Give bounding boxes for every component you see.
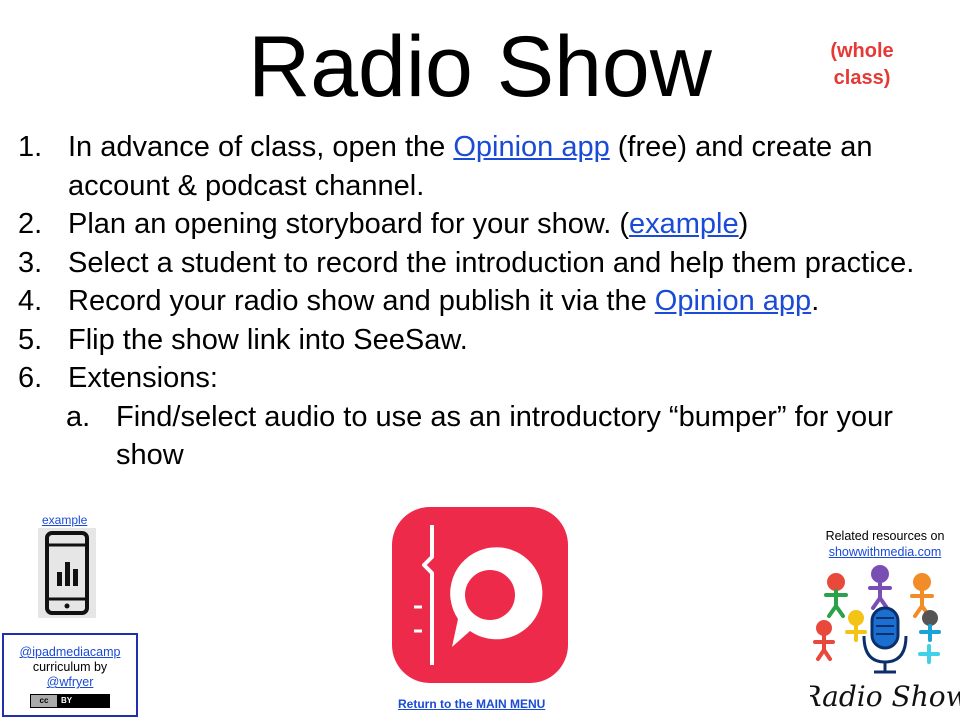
related-label: Related resources on <box>825 529 945 543</box>
step-text-before: Record your radio show and publish it vi… <box>68 285 655 317</box>
step-number: 5. <box>18 323 43 356</box>
step-item: 4. Record your radio show and publish it… <box>18 282 938 321</box>
radio-show-art[interactable]: Radio Show <box>810 562 960 714</box>
substep-letter: a. <box>66 400 91 433</box>
example-link[interactable]: example <box>42 513 88 527</box>
credit-box: @ipadmediacamp curriculum by @wfryer cc … <box>2 633 138 717</box>
step-text-after: (free) and create an account & podcast c… <box>68 131 873 202</box>
step-text-after: ) <box>738 208 749 240</box>
phone-chart-icon[interactable] <box>38 528 96 618</box>
step-number: 2. <box>18 208 43 240</box>
step-text: In advance of class, open the Opinion ap… <box>68 128 938 205</box>
wfryer-link[interactable]: @wfryer <box>46 675 94 689</box>
related-resources: Related resources on showwithmedia.com <box>812 528 958 560</box>
credit-line: curriculum by <box>32 660 108 674</box>
step-item: 5. Flip the show link into SeeSaw. <box>18 321 938 360</box>
showwithmedia-link[interactable]: showwithmedia.com <box>828 545 942 559</box>
step-text-before: Plan an opening storyboard for your show… <box>68 208 629 240</box>
page-title: Radio Show <box>248 19 712 115</box>
badge-line-1: (whole <box>830 40 894 62</box>
badge-line-2: class) <box>833 67 891 89</box>
step-text-before: In advance of class, open the <box>68 131 454 163</box>
step-text: Record your radio show and publish it vi… <box>68 282 938 321</box>
main-menu-link[interactable]: Return to the MAIN MENU <box>398 697 546 711</box>
step-text: Flip the show link into SeeSaw. <box>68 323 468 356</box>
step-item: 3. Select a student to record the introd… <box>18 244 938 283</box>
step-number: 1. <box>18 131 43 163</box>
step-text: Extensions: <box>68 362 218 394</box>
step-item: 6. Extensions: <box>18 359 938 398</box>
storyboard-example-link[interactable]: example <box>629 208 739 240</box>
step-number: 4. <box>18 285 43 317</box>
opinion-app-icon[interactable] <box>392 507 568 683</box>
cc-license-badge[interactable]: cc BY <box>30 694 110 708</box>
opinion-app-link[interactable]: Opinion app <box>654 285 812 317</box>
step-number: 6. <box>18 362 43 394</box>
step-text: Plan an opening storyboard for your show… <box>68 205 938 244</box>
radio-show-logo-text: Radio Show <box>810 680 960 713</box>
substep-text: Find/select audio to use as an introduct… <box>116 400 893 472</box>
by-label: BY <box>57 695 109 707</box>
step-text-after: . <box>811 285 820 317</box>
step-number: 3. <box>18 246 43 279</box>
step-text: Select a student to record the introduct… <box>68 246 915 279</box>
steps-list: 1. In advance of class, open the Opinion… <box>18 128 938 475</box>
cc-icon: cc <box>31 695 57 707</box>
step-item: 1. In advance of class, open the Opinion… <box>18 128 938 205</box>
opinion-app-link[interactable]: Opinion app <box>453 131 610 163</box>
whole-class-badge: (whole class) <box>812 38 912 92</box>
ipadmediacamp-link[interactable]: @ipadmediacamp <box>19 645 121 659</box>
step-item: 2. Plan an opening storyboard for your s… <box>18 205 938 244</box>
substep-item: a. Find/select audio to use as an introd… <box>18 398 938 475</box>
